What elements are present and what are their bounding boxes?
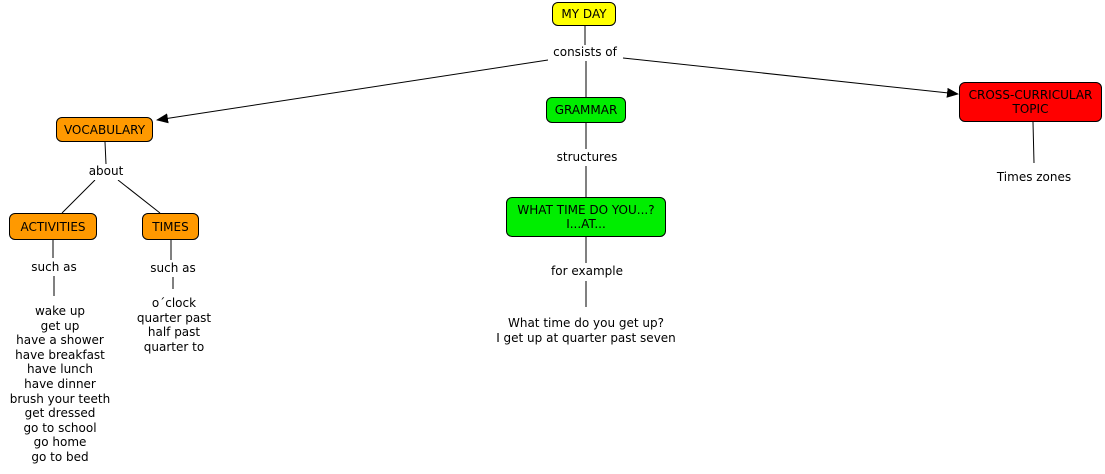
link-such-as-times: such as [146, 261, 200, 277]
list-item: quarter past [136, 310, 212, 325]
node-times[interactable]: TIMES [142, 213, 199, 240]
list-item: half past [147, 325, 201, 340]
leaf-times-zones: Times zones [996, 170, 1072, 184]
list-item: have lunch [26, 362, 93, 377]
node-my-day[interactable]: MY DAY [552, 2, 616, 26]
node-what-time-do-you[interactable]: WHAT TIME DO YOU...? I...AT... [506, 197, 666, 237]
list-item: o´clock [151, 296, 197, 310]
line-topic-to-times-zones [1032, 121, 1035, 164]
line-vocabulary-to-about [104, 141, 107, 165]
list-item: go to school [23, 420, 97, 435]
list-item: brush your teeth [9, 391, 111, 406]
link-consists-of: consists of [548, 45, 622, 61]
example-list: What time do you get up? I get up at qua… [476, 316, 696, 345]
link-structures: structures [553, 150, 621, 166]
line-about-to-times [117, 179, 161, 214]
times-list: o´clock quarter past half past quarter t… [124, 296, 224, 354]
line-about-to-activities [61, 179, 96, 214]
node-grammar[interactable]: GRAMMAR [546, 97, 626, 123]
list-item: go to bed [31, 449, 89, 464]
node-activities[interactable]: ACTIVITIES [9, 213, 97, 240]
list-item: have dinner [24, 376, 96, 391]
node-cross-curricular-topic[interactable]: CROSS-CURRICULAR TOPIC [959, 82, 1102, 122]
list-item: have a shower [16, 333, 104, 348]
activities-list: wake up get up have a shower have breakf… [0, 304, 120, 465]
arrow-to-vocabulary [156, 59, 549, 124]
list-item: get up [40, 318, 80, 333]
link-such-as-activities: such as [27, 260, 81, 276]
list-item: What time do you get up? [507, 316, 665, 330]
list-item: quarter to [143, 339, 205, 354]
list-item: have breakfast [15, 347, 105, 362]
list-item: wake up [34, 304, 86, 318]
list-item: get dressed [24, 406, 96, 421]
node-vocabulary[interactable]: VOCABULARY [56, 117, 153, 142]
list-item: I get up at quarter past seven [496, 330, 676, 345]
link-about: about [86, 164, 126, 180]
link-for-example: for example [546, 264, 628, 280]
list-item: go home [33, 435, 87, 450]
arrow-to-cross-curricular [622, 57, 959, 98]
